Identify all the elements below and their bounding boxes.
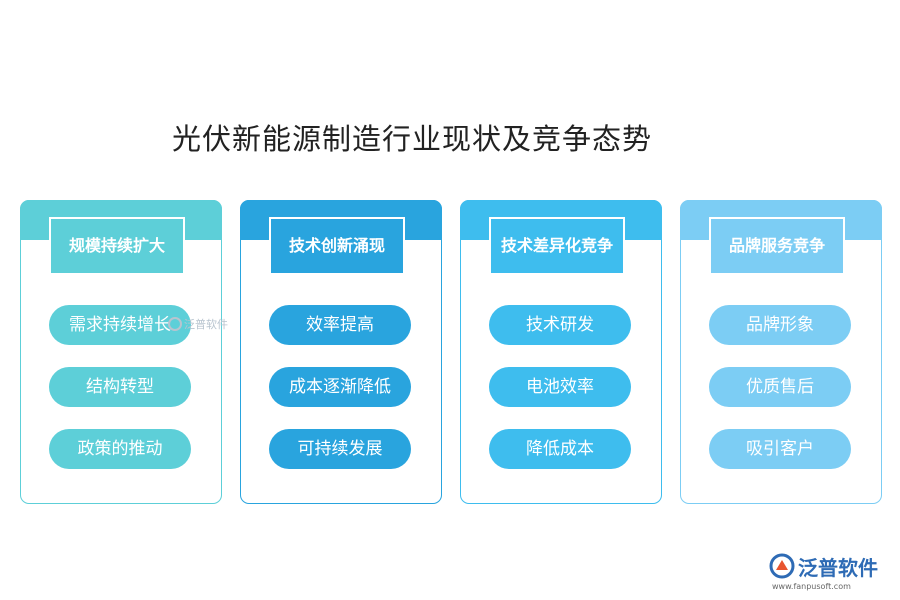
column-header: 技术差异化竞争 [489,217,625,275]
item-pill: 吸引客户 [709,429,851,469]
item-pill: 电池效率 [489,367,631,407]
item-pill: 品牌形象 [709,305,851,345]
column-tech-innovation: 技术创新涌现 效率提高 成本逐渐降低 可持续发展 [240,200,442,504]
column-header: 技术创新涌现 [269,217,405,275]
watermark-icon [168,317,182,331]
column-scale: 规模持续扩大 需求持续增长 结构转型 政策的推动 [20,200,222,504]
item-pill: 优质售后 [709,367,851,407]
item-pill: 需求持续增长 [49,305,191,345]
logo-name: 泛普软件 [798,556,878,580]
column-header: 规模持续扩大 [49,217,185,275]
page-title: 光伏新能源制造行业现状及竞争态势 [172,122,653,156]
item-pill: 结构转型 [49,367,191,407]
watermark: 泛普软件 [168,316,228,332]
column-header: 品牌服务竞争 [709,217,845,275]
column-tech-differentiation: 技术差异化竞争 技术研发 电池效率 降低成本 [460,200,662,504]
item-pill: 降低成本 [489,429,631,469]
item-pill: 成本逐渐降低 [269,367,411,407]
logo-icon [769,553,795,579]
column-brand-service: 品牌服务竞争 品牌形象 优质售后 吸引客户 [680,200,882,504]
item-pill: 可持续发展 [269,429,411,469]
watermark-text: 泛普软件 [184,318,228,331]
logo-url: www.fanpusoft.com [772,582,851,591]
item-pill: 政策的推动 [49,429,191,469]
item-pill: 技术研发 [489,305,631,345]
item-pill: 效率提高 [269,305,411,345]
